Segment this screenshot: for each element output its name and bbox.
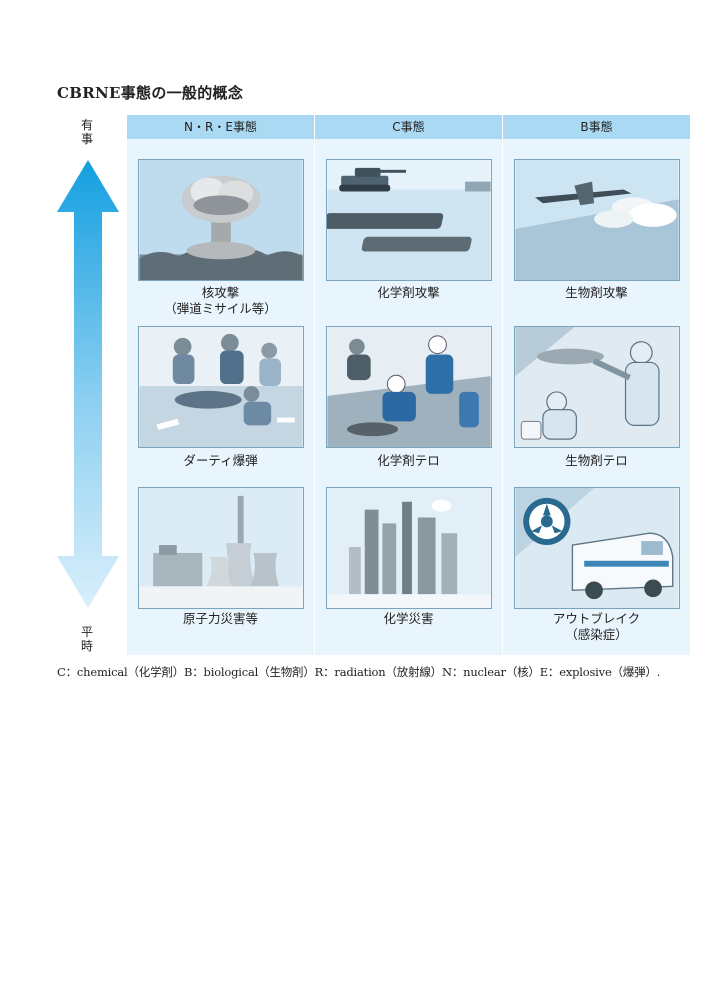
ambulance-icon — [515, 488, 679, 608]
column-header-b: B事態 — [580, 120, 613, 134]
caption-chemical-terror: 化学剤テロ — [377, 453, 440, 468]
aircraft-spraying-icon — [515, 160, 679, 280]
column-divider — [314, 115, 315, 655]
caption-nuclear-attack: 核攻撃 （弾道ミサイル等） — [164, 285, 277, 316]
factory-icon — [327, 488, 491, 608]
caption-chemical-disaster: 化学災害 — [383, 611, 434, 626]
page-title: CBRNE事態の一般的概念 — [57, 84, 244, 102]
caption-biological-attack: 生物剤攻撃 — [565, 285, 628, 300]
column-divider — [502, 115, 503, 655]
mushroom-cloud-icon — [139, 160, 303, 280]
axis-label-peacetime: 平 時 — [80, 625, 93, 653]
caption-biological-terror: 生物剤テロ — [565, 453, 628, 468]
rescue-workers-icon — [327, 327, 491, 447]
power-plant-icon — [139, 488, 303, 608]
chemical-disaster-illustration — [326, 487, 492, 609]
column-header-c: C事態 — [392, 120, 425, 134]
outbreak-illustration — [514, 487, 680, 609]
footnote-legend: C：chemical（化学剤）B：biological（生物剤）R：radiat… — [57, 665, 661, 679]
chemical-terror-illustration — [326, 326, 492, 448]
column-header-nre: N・R・E事態 — [184, 120, 257, 134]
dirty-bomb-illustration — [138, 326, 304, 448]
chemical-attack-illustration — [326, 159, 492, 281]
injured-people-icon — [139, 327, 303, 447]
cbrne-table: N・R・E事態 C事態 B事態 — [127, 115, 690, 655]
caption-outbreak: アウトブレイク （感染症） — [552, 611, 641, 642]
caption-nuclear-disaster: 原子力災害等 — [182, 611, 258, 626]
hazmat-suit-icon — [515, 327, 679, 447]
axis-label-emergency: 有 事 — [80, 118, 93, 146]
caption-dirty-bomb: ダーティ爆弾 — [183, 453, 258, 468]
biological-attack-illustration — [514, 159, 680, 281]
double-arrow-icon — [57, 160, 119, 608]
caption-chemical-attack: 化学剤攻撃 — [377, 285, 440, 300]
biological-terror-illustration — [514, 326, 680, 448]
nuclear-attack-illustration — [138, 159, 304, 281]
table-header — [127, 115, 690, 139]
tank-icon — [327, 160, 491, 280]
nuclear-disaster-illustration — [138, 487, 304, 609]
